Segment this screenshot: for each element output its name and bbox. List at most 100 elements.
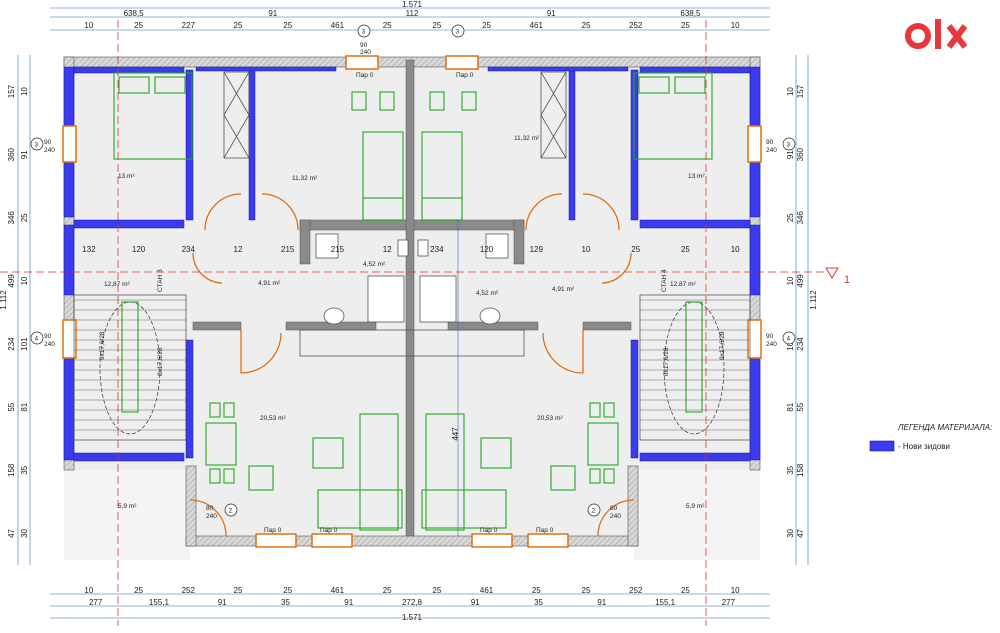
dim-bot-row1-6: 25: [383, 586, 392, 595]
dim-top-row2-1: 25: [134, 21, 143, 30]
dim-top-row2-6: 25: [383, 21, 392, 30]
dim-left-outer-6: 158: [7, 463, 16, 477]
dim-right-inner-0: 10: [786, 87, 795, 96]
dim-left-inner-6: 35: [20, 465, 29, 474]
circle-3-left: 3: [35, 142, 39, 149]
dim-right-outer-2: 346: [796, 211, 805, 225]
dim-right-inner-1: 91: [786, 150, 795, 159]
dim-bot-row2-10: 277: [722, 598, 736, 607]
win-tag-top-l-h: 240: [360, 49, 371, 56]
win-tag-top-l-par: Пар 0: [356, 72, 374, 79]
axis-label: 1: [844, 274, 850, 286]
dim-top-row2-9: 461: [530, 21, 544, 30]
win-tag-top-l-w: 90: [360, 42, 368, 49]
dimension-lines: [17, 7, 809, 619]
stair-label-right: СТАН 4: [661, 269, 668, 292]
dim-right-outer-6: 158: [796, 463, 805, 477]
dim-center: 447: [451, 427, 460, 441]
dim-inner-12: 25: [681, 245, 690, 254]
circle-4-left: 4: [35, 336, 39, 343]
win-tag-right-h: 240: [766, 147, 777, 154]
dim-bot-row2-1: 155,1: [149, 598, 170, 607]
windows: [62, 55, 762, 548]
area-hall-right: 4,91 m²: [552, 286, 575, 293]
stair-mark-left-2: 8x17,6/28: [157, 347, 164, 376]
dim-inner-6: 12: [383, 245, 392, 254]
dim-left-outer-2: 346: [7, 211, 16, 225]
area-hall-left: 4,91 m²: [258, 280, 281, 287]
legend-item-new-walls: - Нови зидови: [898, 442, 950, 451]
dim-bot-row1-1: 25: [134, 586, 143, 595]
area-stair-right: 12,87 m²: [670, 281, 696, 288]
dim-right-outer-5: 55: [796, 402, 805, 411]
interior-walls: [192, 59, 632, 537]
wardrobes: [223, 71, 567, 159]
dim-top-row2-13: 10: [731, 21, 740, 30]
dim-bot-row2-2: 91: [218, 598, 227, 607]
dim-top-row2-3: 25: [234, 21, 243, 30]
legend: ЛЕГЕНДА МАТЕРИЈАЛА: - Нови зидови: [869, 423, 992, 452]
win-tag-bot-1: Пар 0: [264, 527, 282, 534]
dim-inner-4: 215: [281, 245, 295, 254]
dim-top-row1-2: 112: [406, 9, 419, 18]
doors: [189, 193, 635, 537]
dim-right-outer-4: 234: [796, 337, 805, 351]
stair-mark-right-2: 8x17,6/28: [663, 347, 670, 376]
dim-inner-7: 234: [430, 245, 444, 254]
dim-left-total: 1.112: [0, 290, 8, 310]
circle-label-texts: 3 4 2 2 3 3 3 4: [35, 29, 791, 515]
dim-bot-row2-8: 91: [597, 598, 606, 607]
dim-bot-row1-10: 25: [582, 586, 591, 595]
dim-right-inner-7: 30: [786, 528, 795, 537]
dim-top-row2-4: 25: [283, 21, 292, 30]
area-stair-left: 12,87 m²: [104, 281, 130, 288]
dim-left-inner-1: 91: [20, 150, 29, 159]
dim-top-total: 1.571: [402, 0, 423, 9]
area-living-left: 20,53 m²: [260, 415, 286, 422]
circle-3-top-r: 3: [456, 29, 460, 36]
stair-mark-left-1: 9x17,6/28: [99, 331, 106, 360]
dim-bot-row2-0: 277: [89, 598, 103, 607]
win-tag-bot-3: Пар 0: [480, 527, 498, 534]
dim-bot-row1-4: 25: [283, 586, 292, 595]
door-tag-right-h: 240: [610, 513, 621, 520]
dim-left-inner-5: 81: [20, 402, 29, 411]
dim-inner-0: 132: [82, 245, 96, 254]
dim-top-row2-5: 461: [331, 21, 345, 30]
win-tag-left-h: 240: [44, 147, 55, 154]
dim-right-inner-3: 10: [786, 276, 795, 285]
stair-steps: [74, 299, 750, 431]
dim-top-row2-0: 10: [84, 21, 93, 30]
dim-inner-3: 12: [234, 245, 243, 254]
dim-bot-row1-11: 252: [629, 586, 643, 595]
dim-right-inner-6: 35: [786, 465, 795, 474]
dim-left-inner-4: 101: [20, 337, 29, 351]
dim-left-outer-1: 360: [7, 147, 16, 161]
dim-top-row1-0: 638,5: [124, 9, 145, 18]
room-area-labels: 13 m² 13 m² 11,32 m² 11,32 m² 12,87 m² 1…: [104, 135, 705, 510]
dim-left-inner-3: 10: [20, 276, 29, 285]
dim-bot-row2-9: 155,1: [655, 598, 676, 607]
dim-top-row2-10: 25: [582, 21, 591, 30]
dim-bot-row2-4: 91: [344, 598, 353, 607]
dim-bot-row2-7: 35: [534, 598, 543, 607]
dim-left-outer-5: 55: [7, 402, 16, 411]
dim-bot-row1-2: 252: [182, 586, 196, 595]
terrace-right-floor: [634, 470, 760, 560]
corridor-lines: [299, 329, 525, 357]
win-tag-left2-h: 240: [44, 341, 55, 348]
dim-top-row1-4: 638,5: [680, 9, 701, 18]
circle-2-left: 2: [229, 508, 233, 515]
dim-right-outer-1: 360: [796, 147, 805, 161]
dim-left-outer-7: 47: [7, 528, 16, 537]
area-room-left: 11,32 m²: [292, 175, 318, 182]
dim-right-outer-0: 157: [796, 84, 805, 98]
circle-labels: [30, 24, 796, 517]
legend-title: ЛЕГЕНДА МАТЕРИЈАЛА:: [897, 423, 992, 432]
dim-top-row1-3: 91: [547, 9, 556, 18]
area-room-right: 11,32 m²: [514, 135, 540, 142]
win-tag-bot-4: Пар 0: [536, 527, 554, 534]
dim-bot-row1-7: 25: [432, 586, 441, 595]
dim-bot-row2-3: 35: [281, 598, 290, 607]
